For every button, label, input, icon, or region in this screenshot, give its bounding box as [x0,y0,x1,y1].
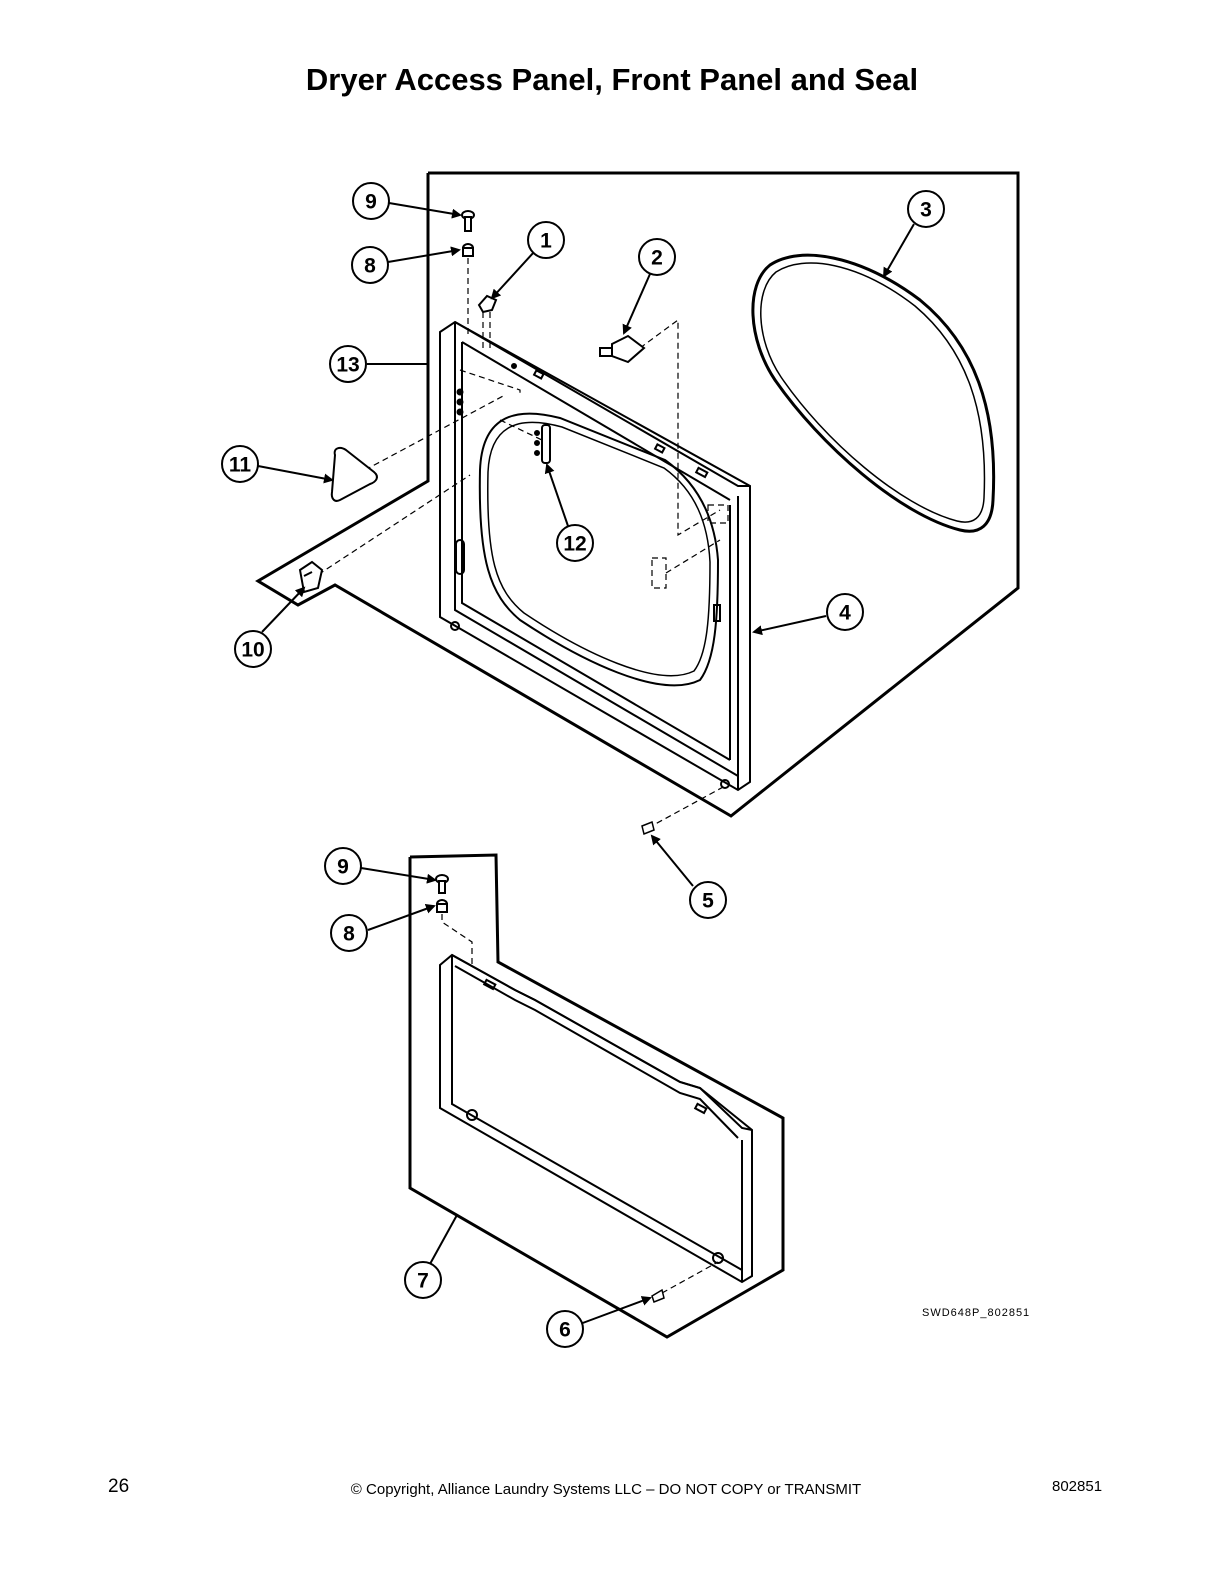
callout-2: 2 [651,247,663,270]
callout-leaders [257,202,915,1325]
callout-12: 12 [563,533,586,556]
copyright-notice: © Copyright, Alliance Laundry Systems LL… [350,1481,862,1498]
callout-9-lower: 9 [337,856,349,879]
screw-5-part [641,820,655,836]
callout-6: 6 [559,1319,571,1342]
callout-5: 5 [702,890,714,913]
front-panel-part [439,320,751,792]
door-seal-part [751,253,996,533]
callout-1: 1 [540,230,552,253]
page-title: Dryer Access Panel, Front Panel and Seal [305,62,919,97]
access-panel-part [439,953,753,1284]
callout-10: 10 [241,639,264,662]
callout-11: 11 [229,454,252,477]
callout-4: 4 [839,602,851,625]
clip-part [477,294,498,314]
callout-13: 13 [336,354,359,377]
callout-7: 7 [417,1270,429,1293]
door-switch-part [599,334,646,364]
lower-screw-nut [435,874,449,913]
upper-background-outline [255,171,1020,818]
lower-background-outline [408,853,785,1339]
document-number: 802851 [1052,1478,1103,1495]
page-number: 26 [108,1476,130,1497]
lower-dashed-lines [441,914,719,1294]
callout-9-upper: 9 [365,191,377,214]
dashed-assembly-lines [309,258,729,829]
lint-strip-part [534,424,551,464]
callout-circles [221,182,945,1348]
callout-3: 3 [920,199,932,222]
screw-6-part [651,1288,665,1303]
drawing-id: SWD648P_802851 [922,1307,1031,1319]
callout-8-upper: 8 [364,255,376,278]
upper-screw-nut [461,210,475,257]
callout-8-lower: 8 [343,923,355,946]
triangle-plug-part [330,446,378,502]
